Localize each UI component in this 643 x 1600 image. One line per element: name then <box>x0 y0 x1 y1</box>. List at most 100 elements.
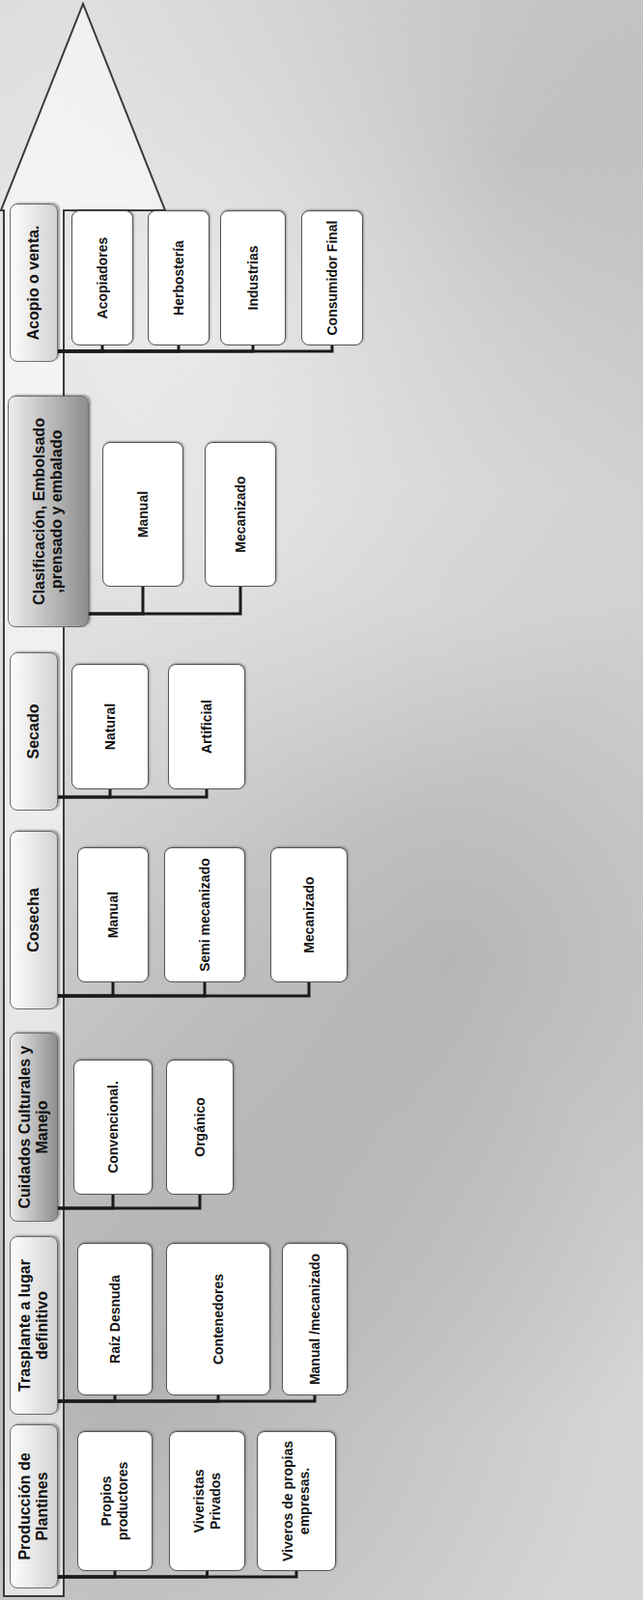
box-label: Cuidados Culturales y Manejo <box>16 1041 52 1214</box>
text-wrap: Natural <box>102 703 119 751</box>
stage-box: Acopio o venta. <box>9 203 58 363</box>
text-wrap: Mecanizado <box>232 475 250 553</box>
text-wrap: Contenedores <box>210 1274 227 1366</box>
option-box: Artificial <box>167 664 246 790</box>
text-wrap: Producción de Plantines <box>16 1433 52 1581</box>
box-label: Acopio o venta. <box>25 224 43 340</box>
box-label: Artificial <box>198 699 216 755</box>
box-label: Orgánico <box>192 1097 209 1157</box>
stage-box: Trasplante a lugar definitivo <box>9 1236 58 1416</box>
option-box: Viveristas Privados <box>168 1431 246 1572</box>
option-box: Viveros de propias empresas. <box>256 1431 336 1572</box>
text-wrap: Convencional. <box>105 1081 122 1175</box>
connector-line <box>57 345 333 352</box>
box-label: Viveros de propias empresas. <box>279 1440 313 1564</box>
box-label: Propios productores <box>98 1440 132 1564</box>
tree-connector <box>57 1396 315 1402</box>
box-label: Herbostería <box>170 240 188 316</box>
tree-connector <box>57 789 207 798</box>
box-label: Acopiadores <box>94 237 112 320</box>
tree-connector <box>57 1195 113 1209</box>
option-box: Raíz Desnuda <box>77 1243 153 1397</box>
text-wrap: Manual /mecanizado <box>307 1254 324 1386</box>
box-label: Cosecha <box>25 888 43 953</box>
text-wrap: Semi mecanizado <box>196 858 214 973</box>
stage-box: Cuidados Culturales y Manejo <box>9 1033 58 1223</box>
box-label: Mecanizado <box>301 876 318 953</box>
stage-box: Producción de Plantines <box>9 1425 58 1590</box>
text-wrap: Cuidados Culturales y Manejo <box>16 1041 52 1214</box>
stage-box: Clasificación, Embolsado ,prensado y emb… <box>7 395 89 628</box>
box-label: Producción de Plantines <box>16 1433 52 1581</box>
option-box: Convencional. <box>73 1060 153 1196</box>
text-wrap: Secado <box>25 704 43 760</box>
box-label: Secado <box>25 704 43 760</box>
tree-connector <box>88 587 241 615</box>
box-label: Natural <box>102 703 119 751</box>
text-wrap: Viveros de propias empresas. <box>279 1440 313 1564</box>
connector-line <box>57 789 207 798</box>
box-label: Contenedores <box>210 1274 227 1366</box>
text-wrap: Raíz Desnuda <box>107 1275 124 1365</box>
tree-connector <box>57 982 113 997</box>
tree-connector <box>57 345 333 352</box>
connector-line <box>88 587 143 615</box>
connector-line <box>57 982 309 997</box>
connector-line <box>57 1195 113 1209</box>
text-wrap: Orgánico <box>192 1097 209 1157</box>
connector-line <box>57 1571 297 1578</box>
tree-connector <box>57 982 309 997</box>
option-box: Mecanizado <box>204 442 277 588</box>
connector-line <box>88 587 241 615</box>
tree-connector <box>57 1195 200 1209</box>
text-wrap: Propios productores <box>98 1440 132 1564</box>
connector-line <box>57 982 113 997</box>
text-wrap: Herbostería <box>170 240 188 316</box>
text-wrap: Acopio o venta. <box>25 224 43 340</box>
box-label: Manual /mecanizado <box>307 1254 324 1386</box>
box-label: Consumidor Final <box>324 221 341 336</box>
box-label: Convencional. <box>105 1081 122 1175</box>
text-wrap: Manual <box>105 892 122 939</box>
option-box: Mecanizado <box>270 847 348 983</box>
connector-line <box>57 982 205 997</box>
stage-box: Secado <box>9 652 58 811</box>
box-label: Industrias <box>245 246 262 311</box>
box-label: Viveristas Privados <box>191 1440 224 1564</box>
box-label: Mecanizado <box>232 475 250 553</box>
option-box: Semi mecanizado <box>164 847 246 983</box>
text-wrap: Clasificación, Embolsado ,prensado y emb… <box>30 404 66 619</box>
option-box: Consumidor Final <box>301 210 364 346</box>
box-label: Manual <box>105 892 122 939</box>
text-wrap: Mecanizado <box>301 876 318 953</box>
text-wrap: Manual <box>135 491 152 538</box>
text-wrap: Artificial <box>198 699 216 755</box>
connector-line <box>57 1396 315 1402</box>
option-box: Industrias <box>220 210 286 346</box>
text-wrap: Acopiadores <box>94 237 112 320</box>
option-box: Manual <box>102 442 184 588</box>
text-wrap: Consumidor Final <box>324 221 341 336</box>
option-box: Manual /mecanizado <box>281 1243 348 1397</box>
text-wrap: Cosecha <box>25 888 43 953</box>
option-box: Orgánico <box>166 1060 234 1196</box>
text-wrap: Viveristas Privados <box>191 1440 224 1564</box>
arrow-outline <box>0 3 166 1597</box>
box-label: Trasplante a lugar definitivo <box>16 1245 52 1407</box>
tree-connector <box>88 587 143 615</box>
stage-box: Cosecha <box>9 831 58 1010</box>
box-label: Semi mecanizado <box>196 858 214 973</box>
box-label: Clasificación, Embolsado ,prensado y emb… <box>30 404 66 619</box>
text-wrap: Industrias <box>245 246 262 311</box>
connector-line <box>57 1195 200 1209</box>
option-box: Herbostería <box>147 210 210 346</box>
option-box: Acopiadores <box>71 210 134 346</box>
text-wrap: Trasplante a lugar definitivo <box>16 1245 52 1407</box>
box-label: Raíz Desnuda <box>107 1275 124 1365</box>
tree-connector <box>57 1571 297 1578</box>
box-label: Manual <box>135 491 152 538</box>
option-box: Propios productores <box>77 1431 153 1572</box>
tree-connector <box>57 982 205 997</box>
option-box: Contenedores <box>166 1243 271 1397</box>
